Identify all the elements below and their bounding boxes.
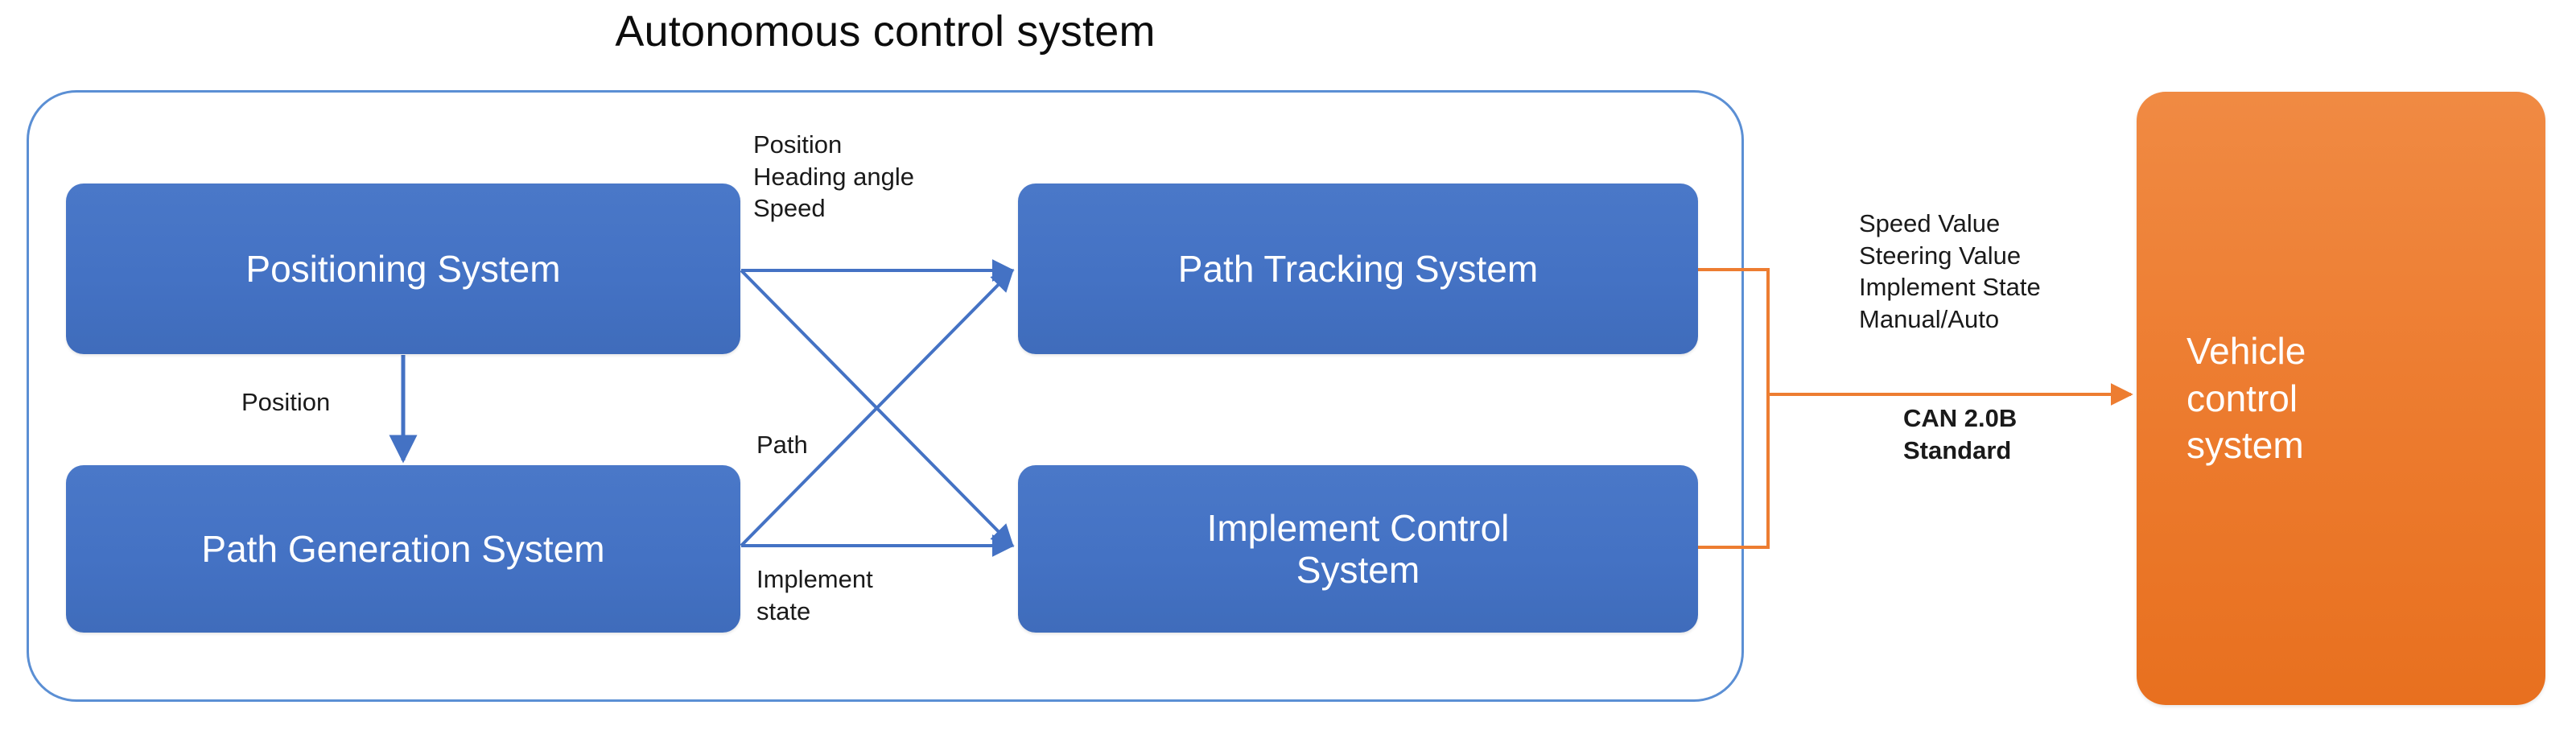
edge-label-can-payload: Speed Value Steering Value Implement Sta…: [1859, 209, 2041, 334]
page-title: Autonomous control system: [615, 7, 1156, 56]
box-vehicle-control-system[interactable]: Vehicle control system: [2137, 92, 2545, 705]
edge-label-implement-state: Implement state: [756, 565, 873, 625]
edge-label-position: Position: [241, 388, 331, 416]
box-path-generation-system[interactable]: Path Generation System: [66, 465, 740, 633]
box-path-tracking-system[interactable]: Path Tracking System: [1018, 184, 1698, 354]
edge-label-path: Path: [756, 431, 808, 459]
edge-label-position-heading-speed: Position Heading angle Speed: [753, 130, 914, 223]
box-implement-control-system[interactable]: Implement Control System: [1018, 465, 1698, 633]
edge-label-can-standard: CAN 2.0B Standard: [1903, 404, 2018, 464]
box-implement-control-system-label: Implement Control System: [1206, 506, 1510, 591]
box-positioning-system[interactable]: Positioning System: [66, 184, 740, 354]
box-vehicle-control-system-label: Vehicle control system: [2187, 329, 2306, 467]
